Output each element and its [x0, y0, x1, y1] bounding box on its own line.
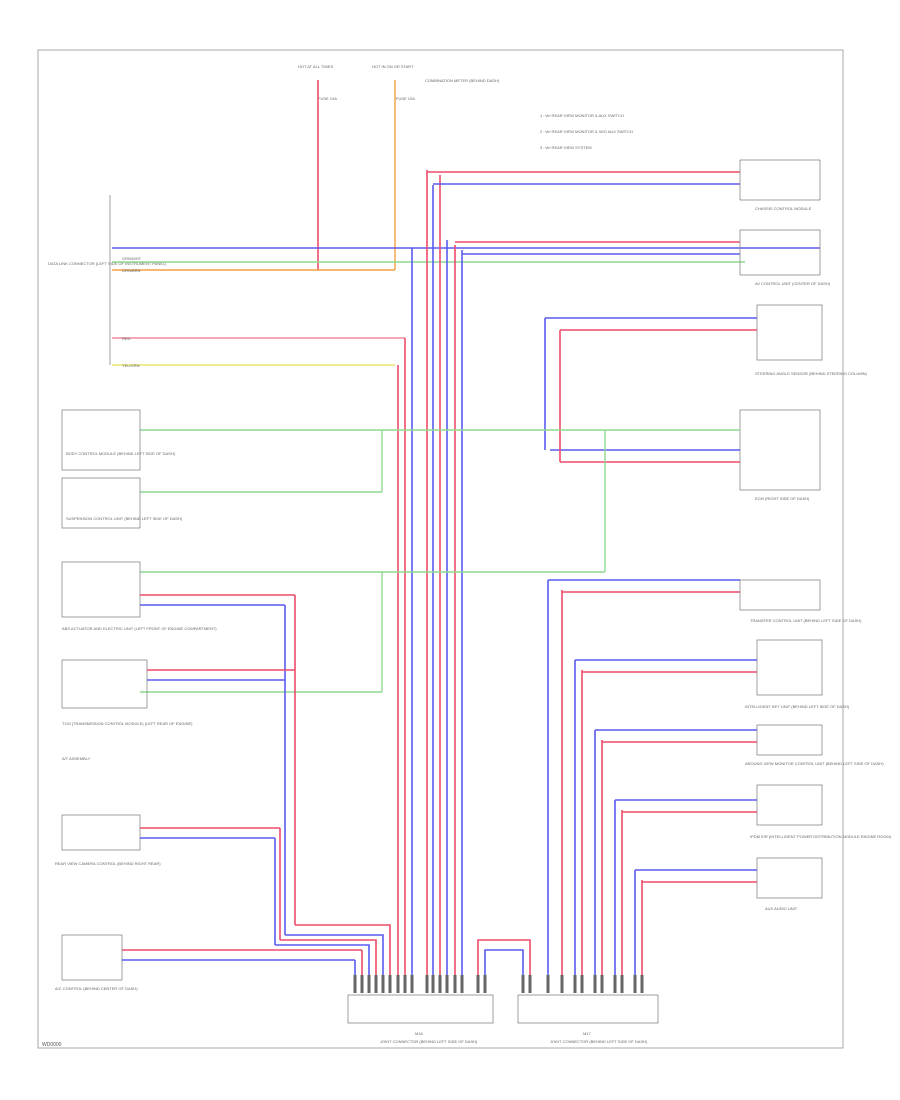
connector-pin	[374, 975, 378, 993]
rear-view-box: REAR VIEW CAMERA CONTROL (BEHIND RIGHT R…	[55, 814, 161, 866]
svg-text:SUSPENSION CONTROL UNIT (BEHIN: SUSPENSION CONTROL UNIT (BEHIND LEFT SID…	[66, 516, 183, 521]
connector-pin	[403, 975, 407, 993]
connector-pin	[367, 975, 371, 993]
connector-pin	[445, 975, 449, 993]
fuse-block-right-label: HOT IN ON OR START	[372, 64, 414, 69]
connector-pin	[546, 975, 550, 993]
connector-right-id: M17	[583, 1031, 592, 1036]
fuse-left-label: FUSE 10A	[318, 96, 337, 101]
svg-text:ABS ACTUATOR AND ELECTRIC UNIT: ABS ACTUATOR AND ELECTRIC UNIT (LEFT FRO…	[62, 626, 217, 631]
svg-text:AUX AUDIO UNIT: AUX AUDIO UNIT	[765, 906, 798, 911]
connector-pin	[528, 975, 532, 993]
abs-box: ABS ACTUATOR AND ELECTRIC UNIT (LEFT FRO…	[61, 561, 217, 631]
connector-pin	[431, 975, 435, 993]
note-block-label: COMBINATION METER (BEHIND DASH)	[425, 78, 500, 83]
svg-text:REAR VIEW CAMERA CONTROL (BEHI: REAR VIEW CAMERA CONTROL (BEHIND RIGHT R…	[55, 861, 161, 866]
connector-pin	[410, 975, 414, 993]
diagram-frame	[37, 49, 844, 1049]
connector-pin	[381, 975, 385, 993]
connector-pin	[353, 975, 357, 993]
joint-connector-right: M17 JOINT CONNECTOR (BEHIND LEFT SIDE OF…	[517, 994, 659, 1044]
legend-item-3: 3 : W/ REAR VIEW SYSTEM	[540, 145, 592, 150]
connector-pin	[580, 975, 584, 993]
connector-pin	[453, 975, 457, 993]
wire-label-orn-brn: ORN/BRN	[122, 268, 141, 273]
legend-item-1: 1 : W/ REAR VIEW MONITOR & AUX SWITCH	[540, 113, 624, 118]
connector-jumper-blue	[484, 949, 524, 975]
connector-jumper-red	[477, 939, 531, 975]
body-control-box: BODY CONTROL MODULE (BEHIND LEFT SIDE OF…	[61, 409, 176, 471]
connector-pins	[353, 975, 644, 993]
svg-text:CHASSIS CONTROL MODULE: CHASSIS CONTROL MODULE	[755, 206, 812, 211]
svg-text:STEERING ANGLE SENSOR (BEHIND: STEERING ANGLE SENSOR (BEHIND STEERING C…	[755, 371, 867, 376]
ipdm-box: IPDM E/R (INTELLIGENT POWER DISTRIBUTION…	[750, 784, 892, 839]
connector-pin	[460, 975, 464, 993]
legend-item-2: 2 : W/ REAR VIEW MONITOR & W/O AUX SWITC…	[540, 129, 633, 134]
connector-pin	[633, 975, 637, 993]
aux-unit-box: AUX AUDIO UNIT	[756, 857, 823, 911]
joint-connector-left: M16 JOINT CONNECTOR (BEHIND LEFT SIDE OF…	[347, 994, 494, 1044]
chassis-module-box: CHASSIS CONTROL MODULE	[739, 159, 821, 211]
transfer-box: TRANSFER CONTROL UNIT (BEHIND LEFT SIDE …	[739, 579, 862, 623]
footer-code: WD0000	[42, 1042, 62, 1048]
ac-control-box: A/C CONTROL (BEHIND CENTER OF DASH)	[55, 934, 138, 991]
svg-text:BODY CONTROL MODULE (BEHIND LE: BODY CONTROL MODULE (BEHIND LEFT SIDE OF…	[66, 451, 176, 456]
data-link-label: DATA LINK CONNECTOR (LEFT SIDE OF INSTRU…	[48, 261, 167, 266]
svg-text:IPDM E/R (INTELLIGENT POWER DI: IPDM E/R (INTELLIGENT POWER DISTRIBUTION…	[750, 834, 892, 839]
right-trunk-wires	[547, 580, 643, 975]
around-view-box: AROUND VIEW MONITOR CONTROL UNIT (BEHIND…	[745, 724, 884, 766]
suspension-box: SUSPENSION CONTROL UNIT (BEHIND LEFT SID…	[61, 477, 183, 529]
ecm-right-box: ECM (RIGHT SIDE OF DASH)	[739, 409, 821, 501]
connector-pin	[620, 975, 624, 993]
connector-pin	[476, 975, 480, 993]
wire-label-yel: YEL/GRN	[122, 363, 140, 368]
svg-text:INTELLIGENT KEY UNIT (BEHIND L: INTELLIGENT KEY UNIT (BEHIND LEFT SIDE O…	[745, 704, 850, 709]
av-control-box: AV CONTROL UNIT (CENTER OF DASH)	[739, 229, 831, 286]
data-link-connector: DATA LINK CONNECTOR (LEFT SIDE OF INSTRU…	[48, 195, 167, 365]
wire-label-red: RED	[122, 336, 131, 341]
svg-text:ECM (RIGHT SIDE OF DASH): ECM (RIGHT SIDE OF DASH)	[755, 496, 810, 501]
svg-text:TCM (TRANSMISSION CONTROL MODU: TCM (TRANSMISSION CONTROL MODULE) (LEFT …	[62, 721, 193, 726]
connector-pin	[438, 975, 442, 993]
fuse-block-left-label: HOT AT ALL TIMES	[298, 64, 333, 69]
svg-text:A/C CONTROL (BEHIND CENTER OF: A/C CONTROL (BEHIND CENTER OF DASH)	[55, 986, 138, 991]
steering-box: STEERING ANGLE SENSOR (BEHIND STEERING C…	[755, 304, 867, 376]
connector-pin	[573, 975, 577, 993]
connector-pin	[483, 975, 487, 993]
svg-text:AROUND VIEW MONITOR CONTROL UN: AROUND VIEW MONITOR CONTROL UNIT (BEHIND…	[745, 761, 884, 766]
svg-text:A/T ASSEMBLY: A/T ASSEMBLY	[62, 756, 91, 761]
connector-left-id: M16	[415, 1031, 424, 1036]
connector-pin	[640, 975, 644, 993]
svg-text:TRANSFER CONTROL UNIT (BEHIND: TRANSFER CONTROL UNIT (BEHIND LEFT SIDE …	[750, 618, 862, 623]
connector-pin	[593, 975, 597, 993]
intelligent-key-box: INTELLIGENT KEY UNIT (BEHIND LEFT SIDE O…	[745, 639, 850, 709]
fuse-right-label: FUSE 10A	[396, 96, 415, 101]
connector-right-desc: JOINT CONNECTOR (BEHIND LEFT SIDE OF DAS…	[550, 1039, 648, 1044]
connector-pin	[613, 975, 617, 993]
connector-pin	[521, 975, 525, 993]
connector-pin	[396, 975, 400, 993]
connector-left-desc: JOINT CONNECTOR (BEHIND LEFT SIDE OF DAS…	[380, 1039, 478, 1044]
connector-pin	[600, 975, 604, 993]
tcm-box: TCM (TRANSMISSION CONTROL MODULE) (LEFT …	[61, 659, 193, 761]
connector-pin	[388, 975, 392, 993]
svg-text:AV CONTROL UNIT (CENTER OF DAS: AV CONTROL UNIT (CENTER OF DASH)	[755, 281, 831, 286]
connector-pin	[360, 975, 364, 993]
wire-label-grn-wht: GRN/WHT	[122, 256, 142, 261]
connector-pin	[425, 975, 429, 993]
connector-pin	[560, 975, 564, 993]
